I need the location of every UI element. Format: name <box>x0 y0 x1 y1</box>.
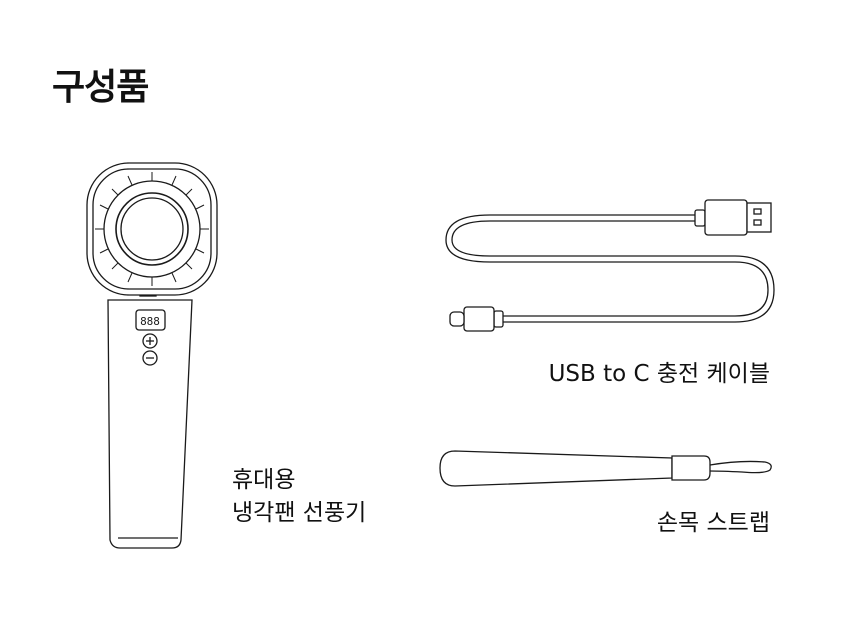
fan-caption-line2: 냉각팬 선풍기 <box>232 500 367 527</box>
handheld-fan-illustration: 888 <box>86 162 218 549</box>
usb-c-cable-illustration <box>445 199 775 332</box>
svg-text:888: 888 <box>140 315 160 328</box>
page-title: 구성품 <box>52 67 149 108</box>
wrist-strap-illustration <box>439 450 772 487</box>
fan-caption-line1: 휴대용 <box>232 467 296 493</box>
cable-caption: USB to C 충전 케이블 <box>548 361 770 387</box>
fan-caption: 휴대용 냉각팬 선풍기 <box>232 464 366 531</box>
strap-caption: 손목 스트랩 <box>656 510 770 536</box>
